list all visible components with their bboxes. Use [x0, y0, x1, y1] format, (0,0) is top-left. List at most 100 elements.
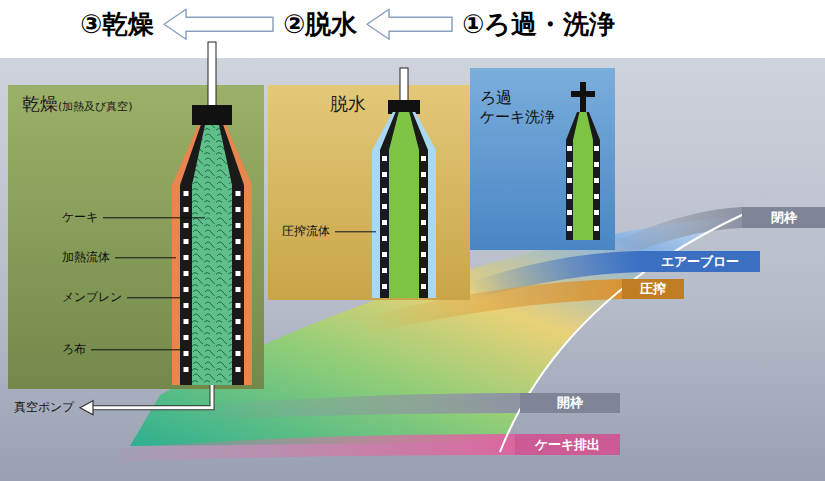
filter-cloth-hole — [567, 162, 572, 167]
step-title: ①ろ過・洗浄 — [462, 8, 615, 41]
filter-cloth-hole — [567, 178, 572, 183]
filter-cloth-hole — [236, 255, 241, 260]
leader-line — [91, 349, 188, 350]
filter-cloth-hole — [594, 194, 599, 199]
tag-bar — [515, 434, 620, 455]
stage-tag: 開枠 — [520, 393, 620, 413]
plate-head — [388, 100, 420, 114]
filter-cloth-hole — [594, 226, 599, 231]
step-title: ②脱水 — [283, 8, 357, 41]
panel-subtitle: (加熱及び真空) — [58, 100, 133, 114]
chamber-layer — [372, 112, 436, 298]
filter-cloth-hole — [382, 204, 387, 209]
filter-cloth-hole — [184, 303, 189, 308]
filter-cloth-hole — [382, 284, 387, 289]
part-label: ろ布 — [62, 342, 86, 358]
filter-cloth-hole — [594, 210, 599, 215]
plate-head — [192, 105, 232, 125]
filter-cloth-hole — [184, 239, 189, 244]
panel-ground — [8, 85, 264, 389]
stage-tag: 閉枠 — [742, 207, 825, 228]
stage-tag: ケーキ排出 — [515, 434, 620, 455]
background — [0, 58, 825, 481]
filter-cloth-hole — [594, 146, 599, 151]
panel-title: 乾燥 — [22, 93, 58, 116]
filter-cloth-hole — [421, 268, 426, 273]
filter-cloth-hole — [382, 172, 387, 177]
filter-cloth-hole — [421, 220, 426, 225]
filter-cloth-hole — [184, 335, 189, 340]
chamber-layer — [573, 112, 593, 240]
part-label: 圧搾流体 — [282, 224, 330, 240]
filter-cloth-hole — [567, 226, 572, 231]
part-label: ケーキ — [62, 210, 98, 226]
filter-cloth-hole — [236, 367, 241, 372]
filter-cloth-hole — [567, 210, 572, 215]
filter-cloth-hole — [382, 236, 387, 241]
filter-cloth-hole — [567, 146, 572, 151]
panel-title: ろ過 — [480, 88, 615, 108]
filter-cloth-hole — [236, 207, 241, 212]
part-label: 加熱流体 — [62, 250, 110, 266]
filter-cloth-hole — [421, 204, 426, 209]
panel-subtitle: ケーキ洗浄 — [480, 108, 615, 127]
chamber-layer — [380, 112, 428, 298]
filter-cloth-hole — [421, 156, 426, 161]
leader-line — [335, 231, 376, 232]
chamber-layer — [192, 125, 232, 385]
panel-ground — [268, 85, 470, 300]
filter-chamber — [172, 125, 252, 385]
filter-cloth-hole — [236, 303, 241, 308]
filter-cloth-hole — [382, 156, 387, 161]
band — [115, 434, 515, 462]
filtration-panel: ろ過ケーキ洗浄 — [470, 68, 615, 250]
leader-line — [103, 217, 205, 218]
filter-cloth-hole — [594, 162, 599, 167]
chamber-layer — [389, 112, 419, 298]
filter-cloth-hole — [421, 236, 426, 241]
filter-cloth-hole — [382, 252, 387, 257]
dewatering-panel: 脱水 — [268, 85, 470, 300]
filter-cloth-hole — [382, 220, 387, 225]
filter-cloth-hole — [184, 271, 189, 276]
filter-cloth-hole — [184, 351, 189, 356]
leader-line — [115, 257, 176, 258]
filter-chamber — [566, 112, 600, 240]
tag-bar — [742, 207, 825, 228]
step-heading: ③乾燥 — [80, 8, 154, 41]
filter-cloth-hole — [382, 188, 387, 193]
header-ground — [0, 0, 825, 58]
drying-panel: 乾燥(加熱及び真空) — [8, 85, 264, 389]
filter-cloth-hole — [594, 178, 599, 183]
panel-title: 脱水 — [330, 93, 366, 116]
tag-bar — [520, 393, 620, 413]
vacuum-pipe — [92, 385, 212, 408]
filter-cloth-hole — [567, 194, 572, 199]
leader-line — [127, 297, 183, 298]
filter-cloth-hole — [236, 191, 241, 196]
step-heading: ②脱水 — [283, 8, 357, 41]
panel-ground — [470, 68, 615, 250]
part-label: メンブレン — [62, 290, 122, 306]
step-title: ③乾燥 — [80, 8, 154, 41]
plate-head — [571, 91, 595, 97]
chamber-layer — [172, 125, 252, 385]
flow-arrow — [367, 9, 452, 39]
vacuum-arrowhead — [80, 401, 93, 415]
filter-cloth-hole — [421, 284, 426, 289]
filter-cloth-hole — [236, 335, 241, 340]
filter-cloth-hole — [184, 287, 189, 292]
filter-cloth-hole — [184, 191, 189, 196]
stage-tag: エアーブロー — [640, 251, 760, 272]
filter-cloth-hole — [236, 223, 241, 228]
filter-cloth-hole — [382, 268, 387, 273]
filter-cloth-hole — [421, 188, 426, 193]
filter-chamber — [372, 112, 436, 298]
filter-cloth-hole — [184, 255, 189, 260]
filter-cloth-hole — [184, 223, 189, 228]
feed-pipe — [208, 42, 216, 110]
tag-bar — [640, 251, 760, 272]
chamber-layer — [180, 125, 244, 385]
